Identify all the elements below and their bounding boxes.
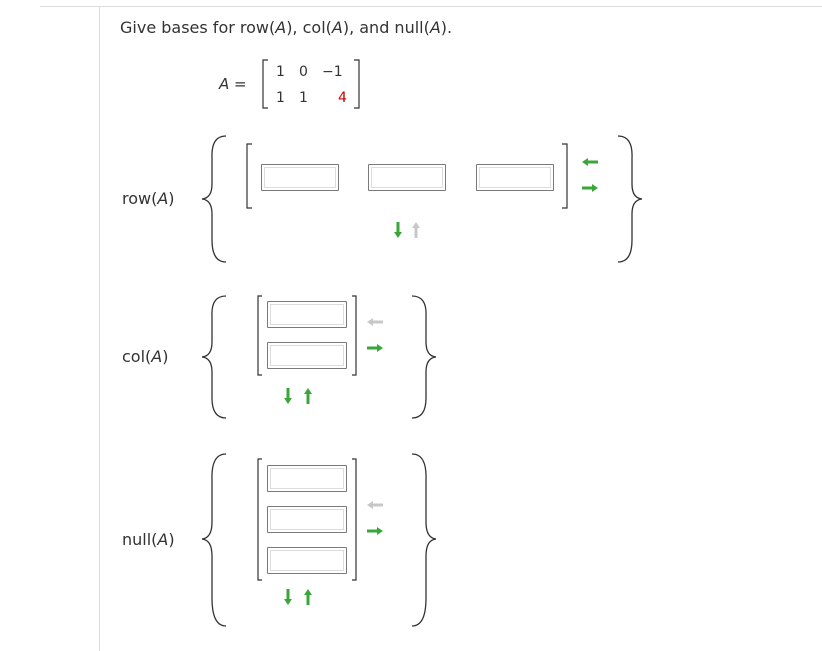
- null-label-var: A: [157, 530, 169, 549]
- prompt-text-1: Give bases for row(: [120, 18, 276, 37]
- row-label-var: A: [157, 189, 169, 208]
- matrix-entry: 1: [276, 64, 285, 80]
- matrix-name: A: [219, 75, 230, 93]
- prompt-text-4: ).: [440, 18, 453, 37]
- prompt-text-3: ), and null(: [342, 18, 430, 37]
- question-prompt: Give bases for row(A), col(A), and null(…: [120, 18, 452, 37]
- matrix-equals: =: [229, 75, 247, 93]
- matrix-entry: −1: [322, 64, 343, 80]
- row-space-label: row(A): [122, 189, 175, 208]
- col-label-prefix: col(: [122, 347, 152, 366]
- col-vector-entry-1[interactable]: [267, 301, 347, 328]
- null-label-prefix: null(: [122, 530, 158, 549]
- prompt-var-2: A: [331, 18, 343, 37]
- row-vector-entry-1[interactable]: [261, 164, 339, 191]
- col-label-var: A: [151, 347, 163, 366]
- null-left-brace: [201, 453, 227, 627]
- matrix-left-bracket: [262, 59, 268, 109]
- col-label-suffix: ): [162, 347, 169, 366]
- col-left-brace: [201, 295, 227, 419]
- col-right-brace: [411, 295, 437, 419]
- col-space-label: col(A): [122, 347, 168, 366]
- matrix-entry: 1: [276, 90, 285, 106]
- row-left-brace: [201, 135, 227, 263]
- row-right-brace: [617, 135, 643, 263]
- matrix-entry-highlighted: 4: [338, 90, 347, 106]
- col-vector-entry-2[interactable]: [267, 342, 347, 369]
- null-vector-left-bracket: [257, 458, 262, 581]
- matrix-right-bracket: [354, 59, 360, 109]
- null-vector-right-bracket: [352, 458, 357, 581]
- null-vector-entry-2[interactable]: [267, 506, 347, 533]
- matrix-entry: 1: [299, 90, 308, 106]
- null-vector-entry-3[interactable]: [267, 547, 347, 574]
- null-right-brace: [411, 453, 437, 627]
- top-divider: [40, 6, 822, 7]
- prompt-text-2: ), col(: [286, 18, 332, 37]
- row-vector-right-bracket: [562, 143, 568, 209]
- left-divider: [99, 6, 100, 651]
- row-vector-entry-3[interactable]: [476, 164, 554, 191]
- prompt-var-3: A: [429, 18, 441, 37]
- prompt-var-1: A: [275, 18, 287, 37]
- row-label-suffix: ): [168, 189, 175, 208]
- col-vector-left-bracket: [257, 295, 262, 376]
- null-label-suffix: ): [168, 530, 175, 549]
- row-label-prefix: row(: [122, 189, 158, 208]
- col-vector-right-bracket: [352, 295, 357, 376]
- null-vector-entry-1[interactable]: [267, 465, 347, 492]
- row-vector-entry-2[interactable]: [368, 164, 446, 191]
- null-space-label: null(A): [122, 530, 175, 549]
- matrix-entry: 0: [299, 64, 308, 80]
- row-vector-left-bracket: [246, 143, 252, 209]
- matrix-name-label: A =: [219, 75, 247, 93]
